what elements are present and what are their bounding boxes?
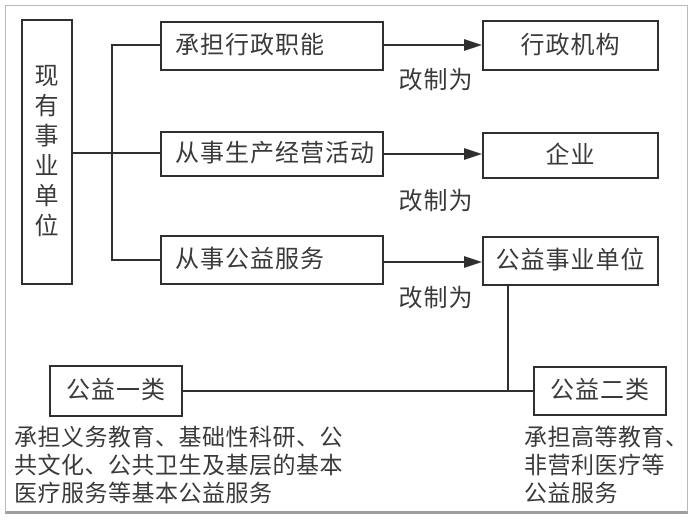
function-box-business-label: 从事生产经营活动 bbox=[175, 141, 375, 167]
function-box-business: 从事生产经营活动 bbox=[160, 131, 384, 177]
function-box-public-welfare-label: 从事公益服务 bbox=[175, 247, 325, 273]
arrow-label-1: 改制为 bbox=[398, 68, 474, 94]
function-box-administrative-label: 承担行政职能 bbox=[175, 33, 325, 59]
arrow-label-2: 改制为 bbox=[398, 189, 474, 215]
result-box-public-institution: 公益事业单位 bbox=[482, 236, 659, 286]
category-box-type-two-label: 公益二类 bbox=[550, 378, 650, 404]
arrow-line-2 bbox=[384, 153, 466, 155]
arrow-line-1 bbox=[384, 44, 466, 46]
function-box-administrative: 承担行政职能 bbox=[160, 21, 384, 71]
category-horizontal-line bbox=[183, 390, 533, 392]
branch-vertical-line bbox=[111, 44, 113, 261]
category-box-type-one-label: 公益一类 bbox=[66, 378, 166, 404]
category-type-two-note: 承担高等教育、 非营利医疗等 公益服务 bbox=[524, 425, 689, 506]
arrowhead-icon-1 bbox=[464, 39, 482, 51]
category-box-type-one: 公益一类 bbox=[49, 365, 183, 417]
result-box-enterprise: 企业 bbox=[482, 132, 659, 179]
arrowhead-icon-3 bbox=[464, 256, 482, 268]
arrow-label-3: 改制为 bbox=[398, 286, 474, 312]
category-box-type-two: 公益二类 bbox=[533, 366, 667, 416]
result-box-administrative-agency-label: 行政机构 bbox=[520, 32, 621, 59]
outer-frame bbox=[5, 5, 688, 514]
root-box-label: 现有事业单位 bbox=[34, 64, 60, 240]
result-box-enterprise-label: 企业 bbox=[545, 142, 596, 169]
root-box-existing-institutions: 现有事业单位 bbox=[21, 19, 73, 285]
category-vertical-line bbox=[507, 286, 509, 392]
branch-bottom-line bbox=[111, 259, 160, 261]
function-box-public-welfare: 从事公益服务 bbox=[160, 235, 384, 285]
arrow-line-3 bbox=[384, 261, 466, 263]
category-type-one-note: 承担义务教育、基础性科研、公 共文化、公共卫生及基层的基本 医疗服务等基本公益服… bbox=[14, 425, 343, 506]
trunk-connector-line bbox=[73, 152, 160, 154]
arrowhead-icon-2 bbox=[464, 148, 482, 160]
result-box-public-institution-label: 公益事业单位 bbox=[495, 248, 646, 274]
result-box-administrative-agency: 行政机构 bbox=[482, 20, 659, 71]
branch-top-line bbox=[111, 44, 160, 46]
